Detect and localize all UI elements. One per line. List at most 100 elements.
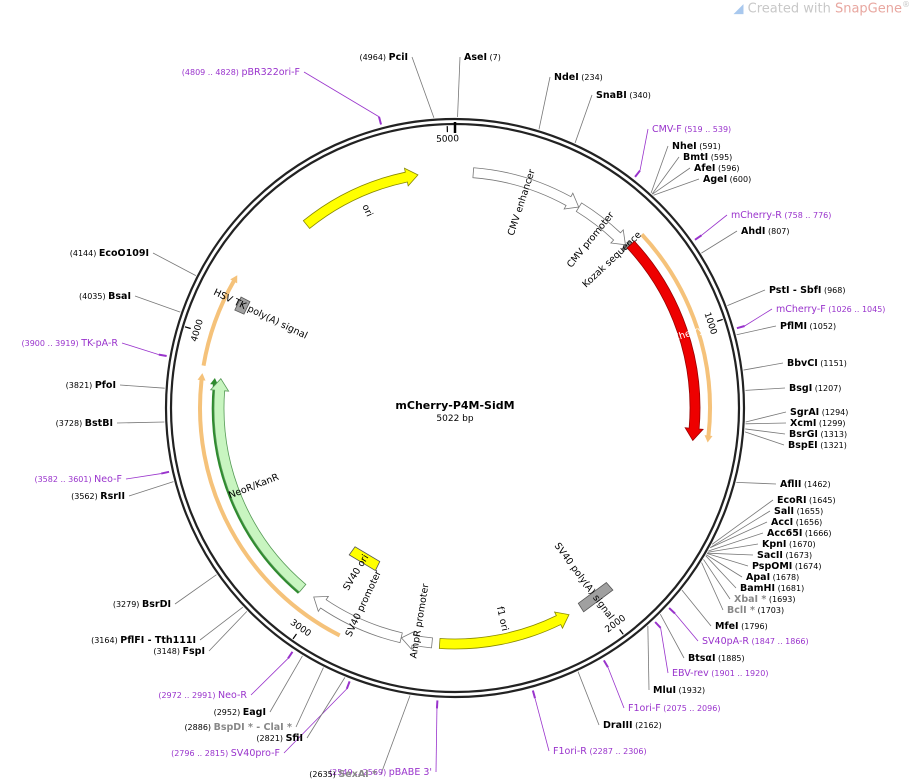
watermark-prefix: Created with: [747, 1, 835, 17]
site-label: SacII (1673): [757, 550, 812, 561]
site-leader: [650, 145, 669, 194]
site-leader: [380, 695, 411, 775]
feature-arrow: [626, 240, 704, 442]
feature-arrow: [472, 167, 580, 210]
orf-arrow-head: [230, 275, 238, 284]
site-leader: [538, 76, 551, 130]
feature-label: f1 ori: [494, 606, 510, 633]
site-leader: [659, 614, 685, 659]
site-leader: [701, 230, 738, 254]
site-label: (2821) SfiI: [256, 733, 303, 744]
site-label: SnaBI (340): [596, 90, 651, 101]
site-label: XbaI * (1693): [734, 594, 796, 605]
site-label: (3279) BsrDI: [113, 599, 171, 610]
site-leader: [736, 481, 777, 485]
primer-leader: [534, 698, 550, 752]
feature-label: ori: [360, 203, 375, 219]
primer-leader: [639, 128, 649, 171]
site-label: (2635) SexAI *: [309, 769, 377, 780]
site-label: BclI * (1703): [727, 605, 784, 616]
site-label: AccI (1656): [771, 517, 822, 528]
site-label: AfeI (596): [694, 163, 740, 174]
site-leader: [707, 543, 759, 553]
tick-label: 3000: [288, 618, 313, 639]
tick-label: 5000: [436, 134, 459, 145]
orf-arrow-head: [197, 373, 206, 381]
site-label: PstI - SbfI (968): [769, 285, 845, 296]
site-leader: [711, 499, 774, 545]
feature-label: HSV TK poly(A) signal: [212, 287, 309, 342]
site-label: NheI (591): [672, 141, 721, 152]
site-leader: [703, 559, 731, 600]
site-label: BsrGI (1313): [789, 429, 847, 440]
orf-arrow-head: [210, 377, 219, 385]
primer-label: F1ori-R (2287 .. 2306): [553, 746, 647, 757]
site-label: (2886) BspDI * - ClaI *: [184, 722, 292, 733]
site-leader: [411, 56, 435, 118]
primer-label: (4809 .. 4828) pBR322ori-F: [182, 67, 300, 78]
site-label: AgeI (600): [703, 174, 751, 185]
site-label: (3148) FspI: [153, 646, 205, 657]
site-leader: [134, 295, 181, 313]
site-label: AseI (7): [464, 52, 501, 63]
site-leader: [706, 553, 749, 567]
site-leader: [705, 555, 737, 589]
primer-mark: [287, 651, 294, 659]
site-label: SgrAI (1294): [790, 407, 848, 418]
tick-mark: [292, 633, 297, 640]
site-leader: [708, 532, 764, 552]
site-leader: [681, 589, 712, 627]
site-label: (3728) BstBI: [56, 418, 113, 429]
backbone-outer: [164, 117, 746, 699]
site-label: (3562) RsrII: [71, 491, 125, 502]
site-leader: [652, 167, 691, 195]
site-leader: [152, 252, 197, 276]
site-leader: [116, 421, 165, 424]
plasmid-size: 5022 bp: [436, 414, 473, 424]
primer-mark: [694, 234, 703, 241]
primer-leader: [125, 473, 162, 480]
site-label: MluI (1932): [653, 685, 705, 696]
snapgene-watermark: ◢ Created with SnapGene®: [734, 0, 910, 16]
primer-leader: [660, 627, 669, 674]
watermark-mark: ®: [902, 0, 910, 9]
primer-label: CMV-F (519 .. 539): [652, 124, 731, 135]
site-leader: [727, 289, 766, 306]
primer-mark: [531, 690, 536, 699]
primer-label: SV40pA-R (1847 .. 1866): [702, 636, 809, 647]
tick-mark: [716, 318, 723, 322]
site-label: XcmI (1299): [790, 418, 846, 429]
site-leader: [269, 655, 303, 713]
site-leader: [707, 552, 754, 556]
primer-label: (2796 .. 2815) SV40pro-F: [171, 748, 280, 759]
site-label: (2952) EagI: [214, 707, 266, 718]
primer-label: mCherry-F (1026 .. 1045): [776, 304, 885, 315]
primer-leader: [435, 708, 438, 773]
site-leader: [710, 510, 771, 548]
site-label: (3164) PflFI - Tth111I: [91, 635, 196, 646]
tick-mark: [184, 326, 191, 330]
site-label: (4144) EcoO109I: [70, 248, 149, 259]
primer-label: (2972 .. 2991) Neo-R: [158, 690, 247, 701]
orf-arc: [640, 233, 712, 437]
site-label: BamHI (1681): [740, 583, 804, 594]
primer-leader: [701, 214, 728, 236]
site-label: (4035) BsaI: [79, 291, 131, 302]
primer-leader: [250, 658, 289, 696]
primer-leader: [283, 688, 348, 754]
site-label: BsgI (1207): [789, 383, 841, 394]
orf-arcs: [197, 233, 713, 638]
site-label: NdeI (234): [554, 72, 603, 83]
feature-block: [348, 546, 381, 572]
primer-label: (2549 .. 2569) pBABE 3': [329, 767, 432, 778]
site-label: BspEI (1321): [788, 440, 847, 451]
site-label: MfeI (1796): [715, 621, 768, 632]
feature-arrow: [400, 630, 433, 650]
site-leader: [653, 178, 700, 196]
site-leader: [295, 667, 324, 728]
primer-mark: [668, 607, 676, 615]
site-leader: [119, 384, 165, 389]
site-label: SalI (1655): [774, 506, 823, 517]
primer-leader: [607, 667, 625, 709]
